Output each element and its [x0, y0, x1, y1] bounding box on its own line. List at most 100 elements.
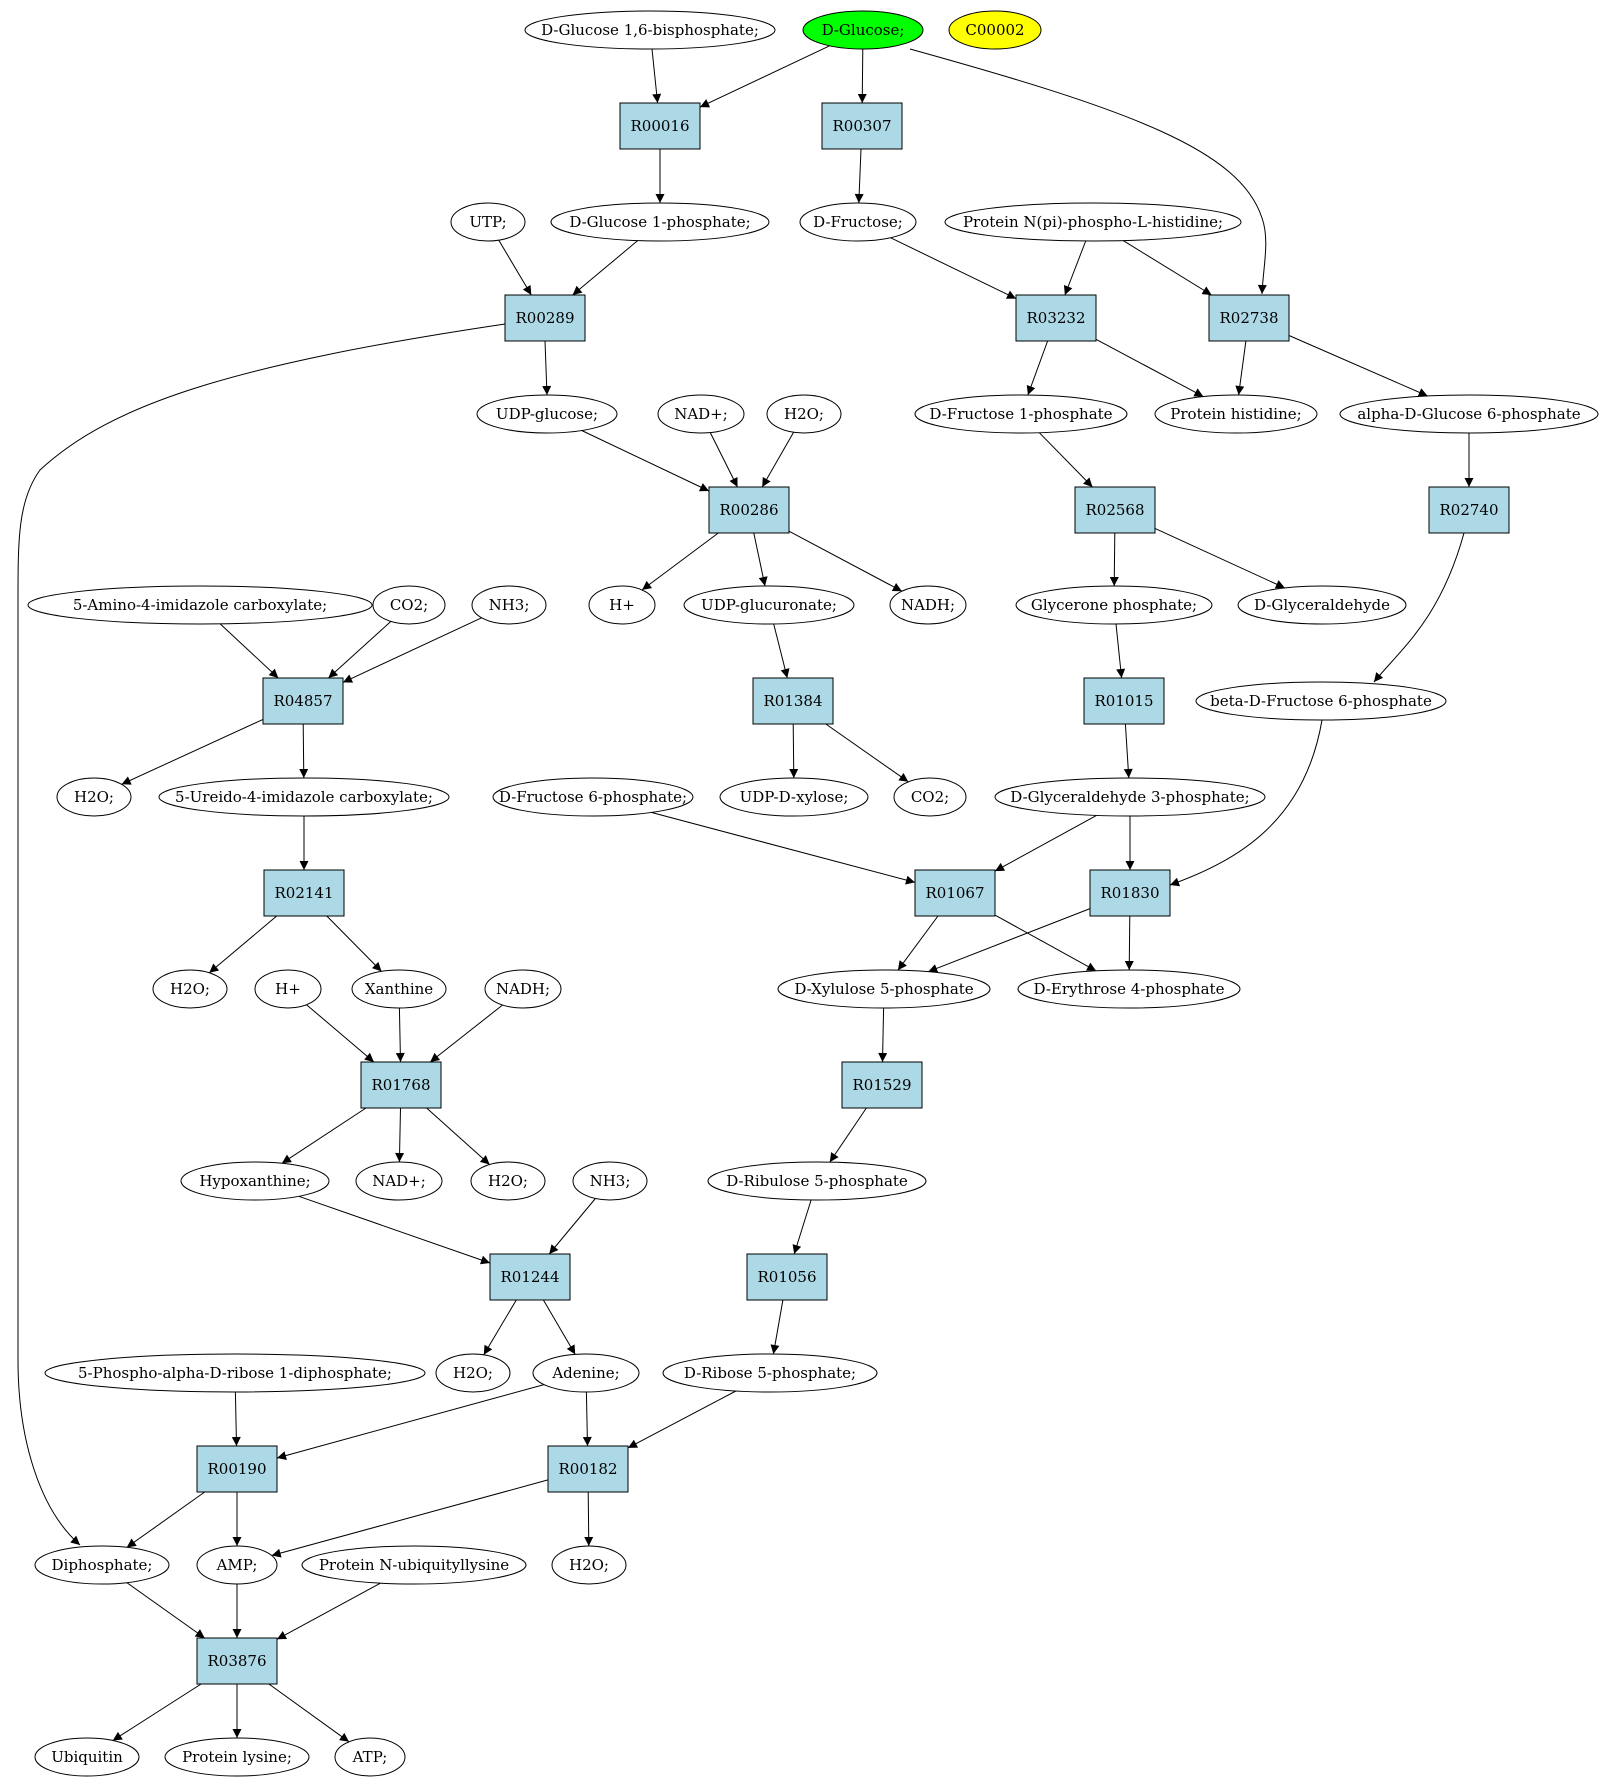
- reaction-node-R01384[interactable]: R01384: [752, 677, 834, 725]
- compound-node[interactable]: Diphosphate;: [34, 1545, 170, 1585]
- compound-node[interactable]: UTP;: [450, 202, 526, 242]
- compound-node[interactable]: NADH;: [889, 585, 967, 625]
- node-label: Protein N-ubiquityllysine: [319, 1556, 509, 1574]
- compound-node[interactable]: Protein histidine;: [1154, 394, 1318, 434]
- compound-node[interactable]: D-Glucose 1,6-bisphosphate;: [524, 10, 776, 50]
- reaction-node-R01067[interactable]: R01067: [914, 869, 996, 917]
- compound-node[interactable]: D-Glyceraldehyde: [1237, 585, 1407, 625]
- compound-ellipse: [1339, 394, 1599, 434]
- node-label: H2O;: [453, 1364, 493, 1382]
- reaction-node-R03232[interactable]: R03232: [1015, 294, 1097, 342]
- compound-node[interactable]: D-Ribulose 5-phosphate: [707, 1161, 927, 1201]
- compound-node[interactable]: Xanthine: [351, 969, 447, 1009]
- compound-ellipse: [994, 777, 1266, 817]
- compound-node[interactable]: Glycerone phosphate;: [1015, 585, 1213, 625]
- compound-node[interactable]: D-Xylulose 5-phosphate: [777, 969, 991, 1009]
- reaction-node-R01056[interactable]: R01056: [746, 1253, 828, 1301]
- edge-c_g16bp-to-r_R00016: [651, 48, 662, 104]
- edge-c_dhap-to-r_R01015: [1115, 623, 1126, 679]
- compound-node[interactable]: D-Fructose 6-phosphate;: [492, 777, 694, 817]
- node-label: H+: [609, 596, 635, 614]
- compound-ellipse: [471, 585, 547, 625]
- compound-node[interactable]: CO2;: [372, 585, 446, 625]
- reaction-node-R02568[interactable]: R02568: [1074, 486, 1156, 534]
- compound-node[interactable]: NH3;: [471, 585, 547, 625]
- reaction-node-R02738[interactable]: R02738: [1208, 294, 1290, 342]
- edge-c_adenine-to-r_R00190: [276, 1384, 545, 1460]
- compound-node[interactable]: H2O;: [435, 1353, 511, 1393]
- reaction-node-R00289[interactable]: R00289: [504, 294, 586, 342]
- reaction-node-R00182[interactable]: R00182: [547, 1445, 629, 1493]
- compound-node[interactable]: UDP-glucuronate;: [683, 585, 855, 625]
- compound-node[interactable]: NAD+;: [657, 394, 745, 434]
- compound-node[interactable]: H2O;: [152, 969, 228, 1009]
- reaction-node-R01529[interactable]: R01529: [841, 1061, 923, 1109]
- edge-c_nh3a-to-r_R04857: [342, 617, 482, 683]
- edge-r_R00289-to-c_ppi: [17, 323, 506, 1546]
- compound-node[interactable]: C00002: [948, 10, 1042, 50]
- edge-c_f1p-to-r_R02568: [1038, 432, 1093, 488]
- reaction-node-R01830[interactable]: R01830: [1089, 869, 1171, 917]
- compound-node[interactable]: H2O;: [470, 1161, 546, 1201]
- reaction-box: [1074, 486, 1156, 534]
- node-label: R01244: [500, 1268, 559, 1286]
- node-label: Protein N(pi)-phospho-L-histidine;: [963, 213, 1223, 231]
- edge-r_R01768-to-c_hypox: [281, 1107, 367, 1164]
- node-label: R03876: [207, 1652, 266, 1670]
- reaction-node-R03876[interactable]: R03876: [196, 1637, 278, 1685]
- compound-node[interactable]: alpha-D-Glucose 6-phosphate: [1339, 394, 1599, 434]
- reaction-node-R01768[interactable]: R01768: [360, 1061, 442, 1109]
- compound-node[interactable]: NH3;: [572, 1161, 648, 1201]
- compound-node[interactable]: Adenine;: [532, 1353, 640, 1393]
- reaction-node-R01015[interactable]: R01015: [1083, 677, 1165, 725]
- reaction-node-R04857[interactable]: R04857: [262, 677, 344, 725]
- compound-node[interactable]: UDP-glucose;: [476, 394, 618, 434]
- reaction-node-R00190[interactable]: R00190: [196, 1445, 278, 1493]
- edge-r_R00307-to-c_fructose: [854, 148, 864, 204]
- compound-node[interactable]: beta-D-Fructose 6-phosphate: [1195, 681, 1447, 721]
- compound-node[interactable]: Protein N-ubiquityllysine: [301, 1545, 527, 1585]
- compound-node[interactable]: Protein lysine;: [164, 1737, 310, 1777]
- node-label: NH3;: [590, 1172, 631, 1190]
- reaction-node-R00286[interactable]: R00286: [708, 486, 790, 534]
- compound-node[interactable]: D-Glucose 1-phosphate;: [550, 202, 770, 242]
- reaction-node-R02740[interactable]: R02740: [1428, 486, 1510, 534]
- compound-node[interactable]: D-Ribose 5-phosphate;: [662, 1353, 878, 1393]
- compound-node[interactable]: D-Fructose;: [799, 202, 917, 242]
- compound-node[interactable]: ATP;: [334, 1737, 406, 1777]
- compound-node[interactable]: H2O;: [551, 1545, 627, 1585]
- reaction-node-R02141[interactable]: R02141: [263, 869, 345, 917]
- compound-node[interactable]: H2O;: [56, 777, 132, 817]
- compound-node[interactable]: CO2;: [893, 777, 967, 817]
- compound-node[interactable]: 5-Ureido-4-imidazole carboxylate;: [158, 777, 450, 817]
- compound-node[interactable]: Ubiquitin: [34, 1737, 140, 1777]
- compound-node[interactable]: D-Glyceraldehyde 3-phosphate;: [994, 777, 1266, 817]
- edge-r_R04857-to-c_h2o2: [121, 718, 264, 785]
- compound-node[interactable]: 5-Amino-4-imidazole carboxylate;: [27, 585, 373, 625]
- compound-node[interactable]: H+: [588, 585, 656, 625]
- reaction-node-R00307[interactable]: R00307: [821, 102, 903, 150]
- compound-node[interactable]: D-Fructose 1-phosphate: [914, 394, 1128, 434]
- reaction-node-R00016[interactable]: R00016: [619, 102, 701, 150]
- compound-node[interactable]: Hypoxanthine;: [180, 1161, 330, 1201]
- compound-node[interactable]: 5-Phospho-alpha-D-ribose 1-diphosphate;: [44, 1353, 426, 1393]
- compound-node[interactable]: H+: [254, 969, 322, 1009]
- node-label: R01056: [757, 1268, 816, 1286]
- node-label: H2O;: [74, 788, 114, 806]
- compound-node[interactable]: UDP-D-xylose;: [719, 777, 869, 817]
- reaction-box: [746, 1253, 828, 1301]
- node-label: R01015: [1094, 692, 1153, 710]
- compound-node[interactable]: D-Erythrose 4-phosphate: [1017, 969, 1241, 1009]
- node-label: Protein lysine;: [182, 1748, 292, 1766]
- compound-node[interactable]: NADH;: [484, 969, 562, 1009]
- compound-node[interactable]: H2O;: [766, 394, 842, 434]
- compound-node[interactable]: AMP;: [196, 1545, 278, 1585]
- compound-node[interactable]: Protein N(pi)-phospho-L-histidine;: [944, 202, 1242, 242]
- edge-r_R02740-to-c_bf6p: [1373, 532, 1465, 683]
- node-label: UDP-glucose;: [496, 405, 598, 423]
- edge-layer: [17, 45, 1474, 1743]
- reaction-node-R01244[interactable]: R01244: [489, 1253, 571, 1301]
- compound-node[interactable]: D-Glucose;: [802, 10, 924, 50]
- compound-node[interactable]: NAD+;: [355, 1161, 443, 1201]
